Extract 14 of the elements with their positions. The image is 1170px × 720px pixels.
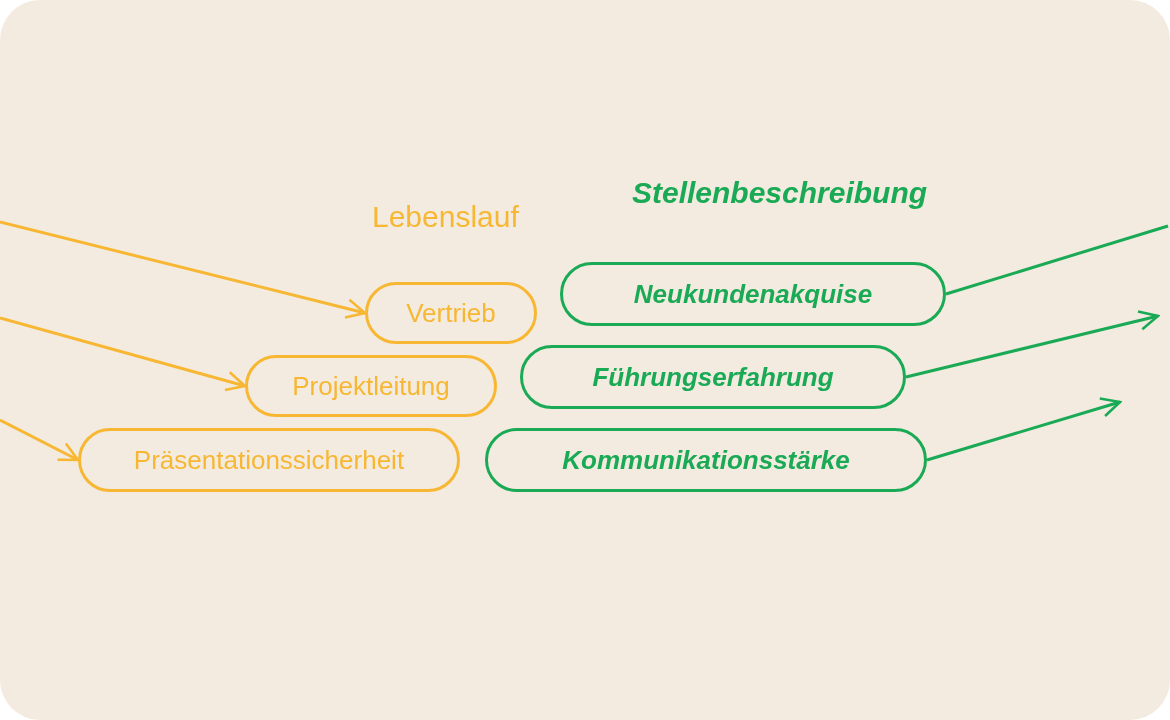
column-heading: Stellenbeschreibung xyxy=(632,176,928,210)
arrow xyxy=(0,316,247,392)
skill-pill: Projektleitung xyxy=(245,355,497,417)
arrow xyxy=(926,397,1122,462)
skill-pill: Vertrieb xyxy=(365,282,537,344)
line xyxy=(945,224,1169,296)
column-heading: Lebenslauf xyxy=(372,200,519,234)
skill-pill: Präsentationssicherheit xyxy=(78,428,460,492)
skill-pill: Kommunikationsstärke xyxy=(485,428,927,492)
arrow xyxy=(0,220,367,319)
arrow xyxy=(0,418,80,462)
arrow xyxy=(905,310,1160,379)
skill-pill: Führungserfahrung xyxy=(520,345,906,409)
skill-pill: Neukundenakquise xyxy=(560,262,946,326)
